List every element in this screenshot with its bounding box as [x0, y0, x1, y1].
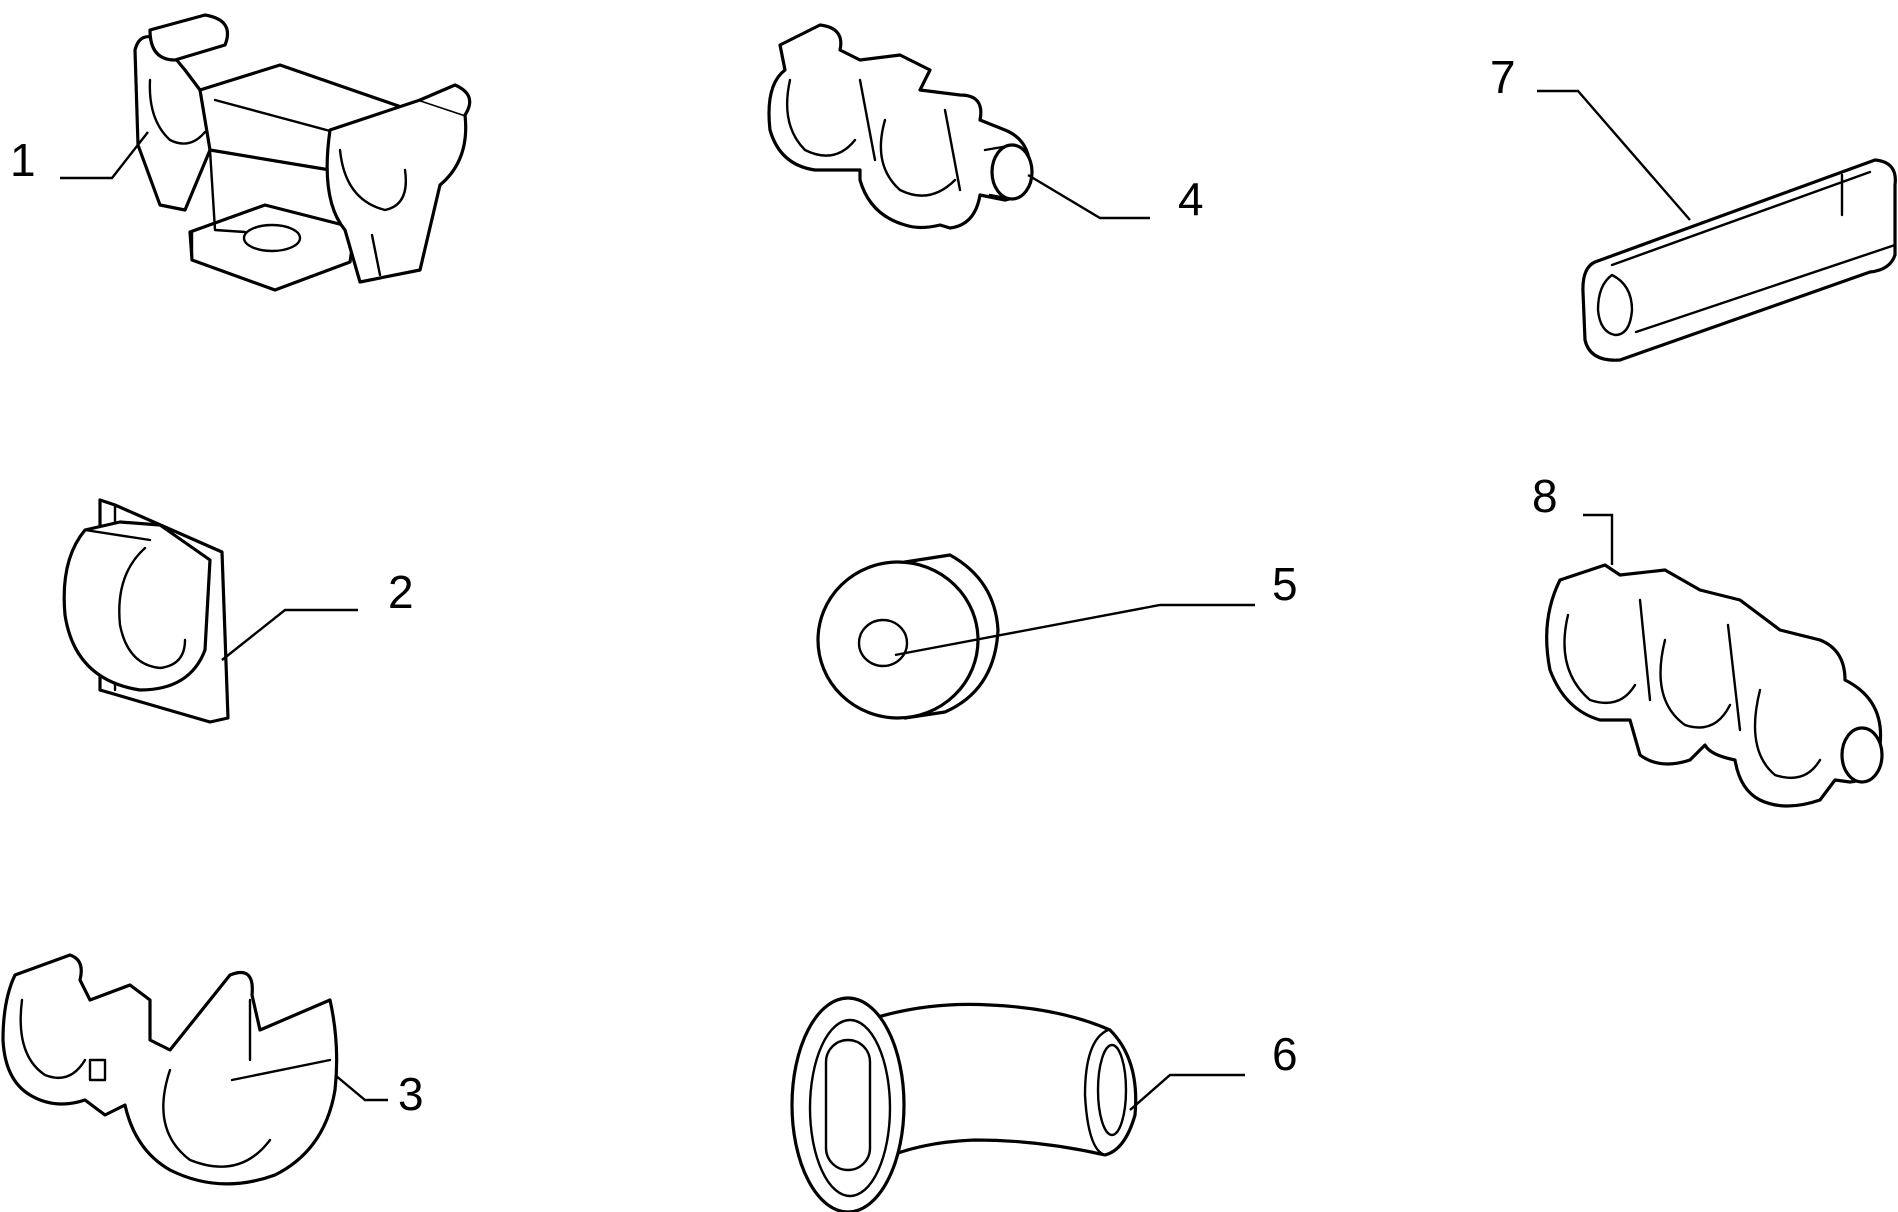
callout-3: 3 [398, 1068, 424, 1120]
part-4-dual-clip-stud [767, 23, 1034, 230]
leader-7 [1537, 89, 1691, 221]
leader-1 [60, 131, 149, 180]
part-5-round-grommet [816, 553, 1000, 720]
leader-8 [1583, 513, 1614, 565]
part-8-triple-clip-stud [1545, 563, 1884, 808]
part-2-adhesive-clip [62, 498, 230, 724]
callout-6: 6 [1272, 1028, 1298, 1080]
leader-2 [221, 608, 358, 661]
callout-7: 7 [1490, 51, 1516, 103]
part-3-dual-size-clip [1, 953, 339, 1186]
part-6-oval-cable-grommet [790, 996, 1138, 1212]
callout-2: 2 [388, 566, 414, 618]
callout-1: 1 [10, 134, 36, 186]
callout-8: 8 [1532, 470, 1558, 522]
leader-4 [1027, 173, 1150, 220]
callout-5: 5 [1272, 558, 1298, 610]
leader-6 [1129, 1073, 1245, 1111]
callout-4: 4 [1178, 173, 1204, 225]
leader-3 [334, 1074, 388, 1102]
part-1-double-clip-bracket [133, 13, 472, 292]
part-7-edge-trim [1581, 158, 1897, 362]
leader-5 [894, 603, 1255, 657]
